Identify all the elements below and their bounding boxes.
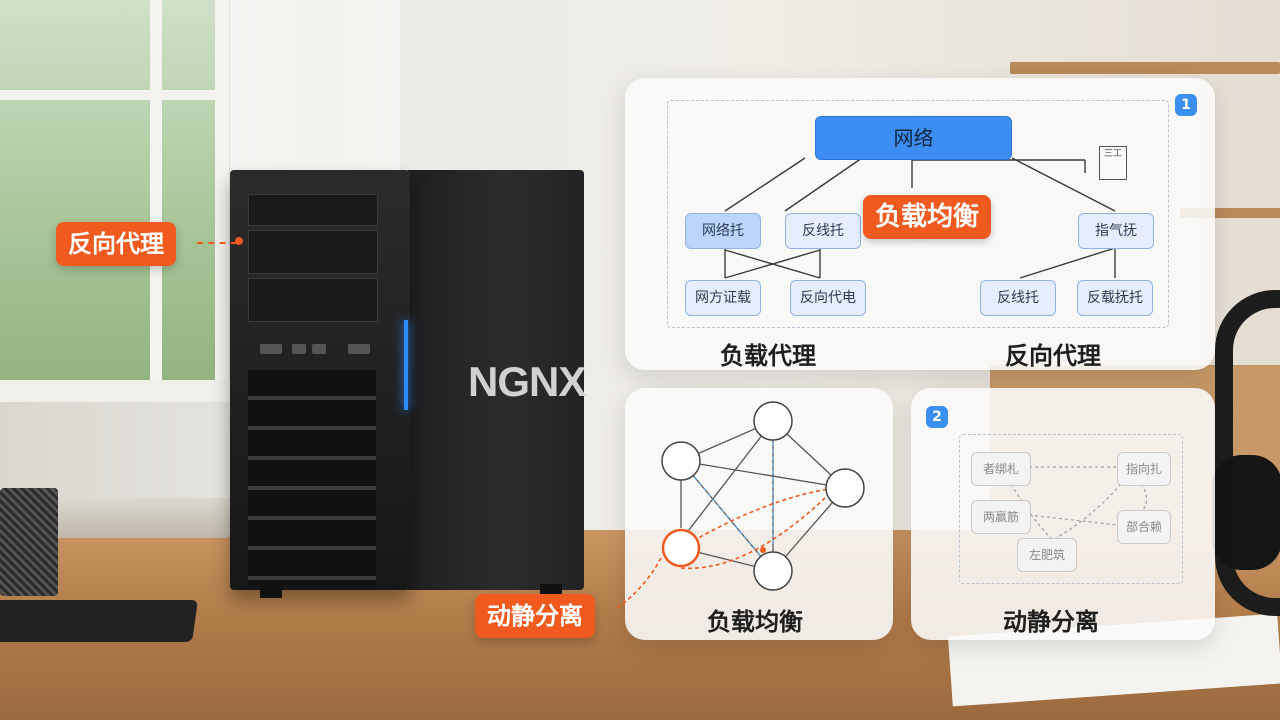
mesh-edge-highlight — [680, 487, 836, 549]
mesh-node — [753, 551, 793, 591]
caption-static-dynamic: 动静分离 — [1003, 608, 1099, 636]
callout-connector — [614, 557, 662, 611]
server-tower: NGNX — [230, 170, 586, 600]
usb-port — [348, 344, 370, 354]
callout-static-dynamic: 动静分离 — [475, 594, 595, 638]
mesh-edge — [674, 420, 774, 549]
mesh-node — [753, 401, 793, 441]
flow-edge — [1055, 483, 1122, 539]
caption-load-proxy: 负载代理 — [720, 342, 816, 370]
callout-connector — [197, 242, 237, 244]
connector-line — [1011, 157, 1116, 212]
server-brand-logo: NGNX — [468, 358, 586, 405]
optical-drive-bay — [248, 194, 378, 226]
mesh-node — [825, 468, 865, 508]
wall-shelf — [1180, 208, 1280, 218]
tree-connectors — [724, 157, 1116, 279]
flow-node-3: 两赢筋 — [971, 500, 1031, 534]
window-frame — [0, 90, 215, 100]
flow-edge — [1140, 483, 1148, 511]
panel-static-dynamic: 2 者绑札 指向扎 两赢筋 部合赖 左肥筑 动静分离 — [911, 388, 1215, 640]
connector-line — [724, 249, 821, 279]
server-front-panel — [230, 170, 410, 590]
mesh-edge-dashed — [680, 460, 774, 572]
tag-load-balancing: 负载均衡 — [863, 195, 992, 239]
callout-dot — [235, 237, 243, 245]
book-stack — [50, 498, 230, 538]
node-leaf-3: 反线托 — [980, 280, 1056, 316]
pen-cup — [0, 488, 58, 596]
node-leaf-4: 反载抚托 — [1077, 280, 1153, 316]
mesh-junction — [760, 547, 766, 553]
drive-bay — [248, 278, 378, 322]
mesh-node — [661, 441, 701, 481]
caption-load-balancing: 负载均衡 — [707, 608, 803, 636]
diagram-frame — [667, 100, 1169, 328]
node-leaf-2: 反向代电 — [790, 280, 866, 316]
panel-badge-1: 1 — [1175, 94, 1197, 116]
window-sill — [0, 380, 230, 402]
document-icon: 三工 — [1099, 146, 1127, 180]
connector-line — [784, 157, 863, 212]
mesh-edge-highlight — [680, 497, 826, 570]
connector-line — [724, 157, 806, 212]
usb-port — [312, 344, 326, 354]
panel-load-balancing-tree: 1 网络 三工 网络托 反线托 负载均衡 指气抚 网方证载 — [625, 78, 1215, 370]
server-side-panel — [408, 170, 584, 590]
connector-line — [1019, 247, 1116, 279]
node-network-root: 网络 — [815, 116, 1012, 160]
mesh-edge — [680, 460, 846, 489]
flow-node-5: 左肥筑 — [1017, 538, 1077, 572]
flow-edge — [1010, 483, 1052, 539]
window-frame — [150, 0, 162, 400]
flow-node-1: 者绑札 — [971, 452, 1031, 486]
flow-node-2: 指向扎 — [1117, 452, 1171, 486]
usb-port — [260, 344, 282, 354]
callout-reverse-proxy: 反向代理 — [56, 222, 176, 266]
headphone-cushion — [1212, 455, 1280, 570]
caption-reverse-proxy: 反向代理 — [1005, 342, 1101, 370]
flow-edge — [1028, 514, 1118, 526]
wall-shelf — [1010, 62, 1280, 74]
server-foot — [260, 584, 282, 598]
diagram-frame — [959, 434, 1183, 584]
drive-bay — [248, 230, 378, 274]
flow-connectors — [1010, 466, 1148, 539]
mesh-graph — [614, 401, 865, 611]
node-right-1: 指气抚 — [1078, 213, 1154, 249]
panel-badge-2: 2 — [926, 406, 948, 428]
front-grille — [248, 370, 376, 585]
window — [0, 0, 230, 402]
usb-port — [292, 344, 306, 354]
node-leaf-1: 网方证载 — [685, 280, 761, 316]
mesh-node-highlight — [661, 528, 701, 568]
node-left-1: 网络托 — [685, 213, 761, 249]
node-left-2: 反线托 — [785, 213, 861, 249]
panel-load-balancing-mesh: 负载均衡 — [614, 388, 893, 640]
flow-node-4: 部合赖 — [1117, 510, 1171, 544]
tablet-device — [0, 600, 198, 642]
led-strip — [404, 320, 408, 410]
